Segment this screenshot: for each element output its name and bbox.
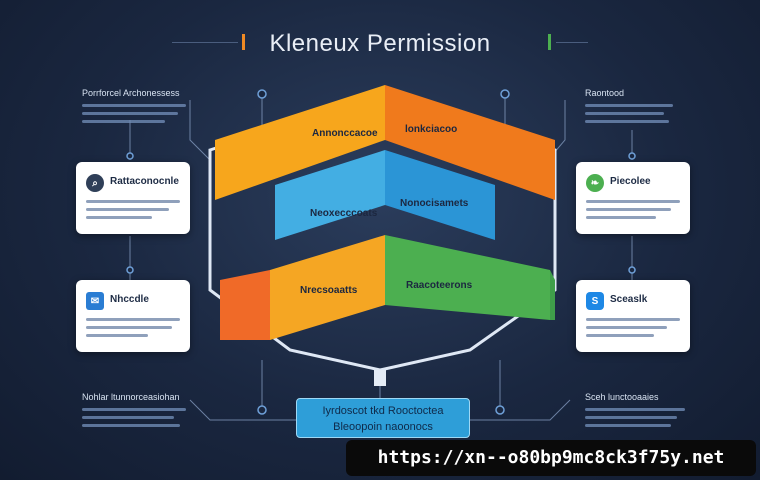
title-tick-right [548, 34, 551, 50]
title-tick-left [242, 34, 245, 50]
right-bottom-heading: Sceh lunctooaaies [585, 392, 659, 402]
text-line [585, 120, 669, 123]
left-bottom-heading: Nohlar ltunnorceasiohan [82, 392, 180, 402]
card-text-lines [86, 200, 180, 224]
card-label: Sceaslk [610, 294, 648, 305]
mail-icon: ✉ [86, 292, 104, 310]
title-rule-right [556, 42, 588, 43]
text-line [82, 120, 166, 123]
cube-side-left-face [220, 270, 270, 340]
cube-top-left-face [215, 85, 385, 200]
card-label: Piecolee [610, 176, 651, 187]
text-line [82, 408, 186, 411]
center-plug [374, 370, 386, 386]
card-label: Rattaconocnle [110, 176, 179, 187]
node-dot [257, 405, 267, 415]
summary-line-2: Bleoopoin naoonocs [333, 421, 433, 433]
title-rule-left [172, 42, 238, 43]
card-label: Nhccdle [110, 294, 149, 305]
left-top-text: Porrforcel Archonessess [82, 88, 186, 128]
card-text-lines [86, 318, 180, 342]
text-line [82, 416, 174, 419]
node-dot [126, 152, 134, 160]
card-right-bottom[interactable]: S Sceaslk [576, 280, 690, 352]
connector-bottom-left [189, 399, 296, 421]
right-top-heading: Raontood [585, 88, 625, 98]
right-bottom-text: Sceh lunctooaaies [585, 392, 685, 432]
node-dot [628, 152, 636, 160]
card-right-top[interactable]: ❧ Piecolee [576, 162, 690, 234]
url-watermark: https://xn--o80bp9mc8ck3f75y.net [346, 440, 756, 476]
left-top-heading: Porrforcel Archonessess [82, 88, 180, 98]
leaf-icon: ❧ [586, 174, 604, 192]
summary-line-1: Iyrdoscot tkd Rooctoctea [322, 405, 444, 417]
right-top-text: Raontood [585, 88, 673, 128]
cube-top-right-face [385, 85, 555, 200]
search-icon: ⌕ [86, 174, 104, 192]
card-left-bottom[interactable]: ✉ Nhccdle [76, 280, 190, 352]
text-line [82, 112, 178, 115]
node-dot [126, 266, 134, 274]
connector-bottom-right [470, 399, 571, 421]
text-line [585, 408, 685, 411]
text-line [82, 424, 180, 427]
cube-top-right-label: lonkciacoo [405, 124, 458, 135]
cube-mid-right-face [385, 150, 495, 240]
shield-icon: S [586, 292, 604, 310]
cube-low-left-label: Nrecsoaatts [300, 285, 358, 296]
cube-mid-right-label: Nonocisamets [400, 198, 469, 209]
text-line [585, 104, 673, 107]
summary-box: Iyrdoscot tkd Rooctoctea Bleoopoin naoon… [296, 398, 470, 438]
left-bottom-text: Nohlar ltunnorceasiohan [82, 392, 186, 432]
page-title: Kleneux Permission [269, 30, 491, 57]
node-dot [500, 89, 510, 99]
connector-left-top [189, 100, 211, 161]
node-dot [257, 89, 267, 99]
text-line [585, 416, 677, 419]
card-text-lines [586, 200, 680, 224]
cube-low-left-face [270, 235, 385, 340]
cube-mid-left-label: Neoxecccoats [310, 208, 378, 219]
node-dot [495, 405, 505, 415]
cube-low-right-face [385, 235, 550, 320]
node-dot [628, 266, 636, 274]
cube-side-right-face [550, 270, 555, 320]
card-text-lines [586, 318, 680, 342]
cube-low-right-label: Raacoteerons [406, 280, 473, 291]
text-line [585, 112, 665, 115]
text-line [82, 104, 186, 107]
cube-top-left-label: Annonccacoe [312, 128, 378, 139]
text-line [585, 424, 671, 427]
cube-mid-left-face [275, 150, 385, 240]
card-left-top[interactable]: ⌕ Rattaconocnle [76, 162, 190, 234]
